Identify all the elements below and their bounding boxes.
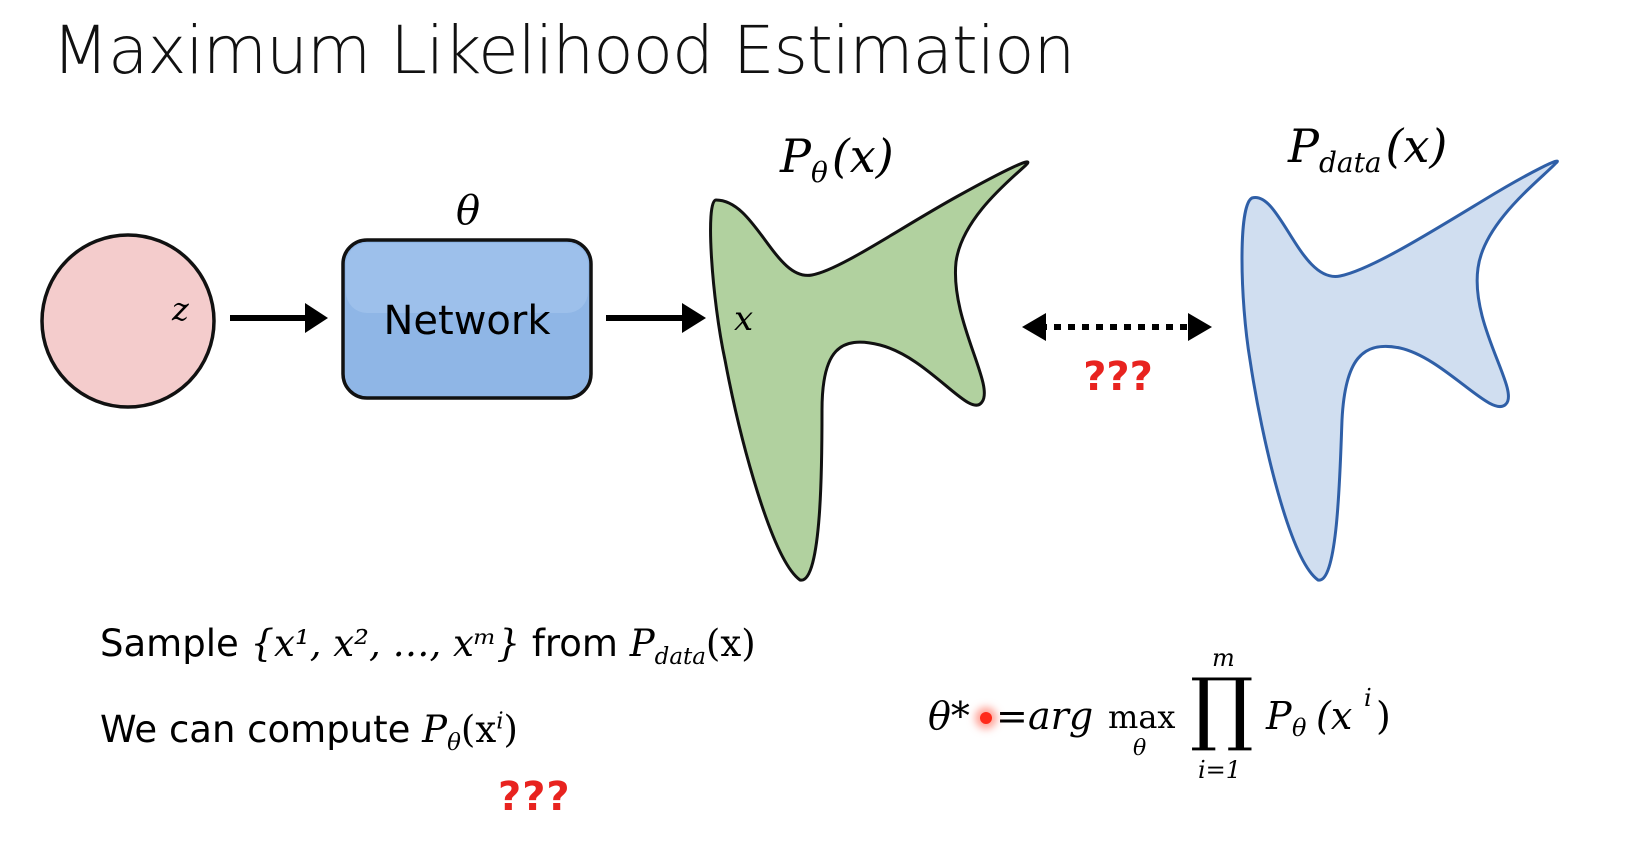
theta-label: θ [456,188,480,234]
compute-sup: i [496,708,504,735]
p-theta-base: P [779,129,812,183]
arrowhead-1 [305,303,328,333]
comparison-arrowhead-left [1022,313,1046,341]
formula-equals: = [996,694,1028,738]
formula-theta-star: θ* [928,694,970,738]
formula-product-lower: i=1 [1198,756,1242,784]
generated-distribution-shape [709,160,1030,582]
p-data-base: P [1287,119,1320,173]
sample-from: from [520,622,630,665]
compute-statement: We can compute Pθ(xi) [100,708,518,756]
p-theta-sub: θ [811,156,828,189]
formula-term-sub: θ [1292,714,1307,742]
comparison-question-marks: ??? [1083,354,1153,400]
pointer-indicator [980,712,992,724]
compute-prefix: We can compute [100,708,423,751]
bottom-question-marks: ??? [498,774,571,820]
formula-term-base: P [1266,694,1292,738]
sample-p-sub: data [654,644,706,671]
data-distribution-shape [1240,159,1559,582]
latent-circle [40,233,216,409]
p-theta-label: Pθ(x) [779,129,894,189]
formula-term-open: (x [1316,694,1353,738]
p-theta-arg: (x) [832,129,894,183]
formula-max: max [1108,698,1176,736]
page-title: Maximum Likelihood Estimation [52,12,1075,89]
compute-p-base: P [422,708,448,751]
network-label: Network [383,298,551,344]
formula-product-upper: m [1212,644,1235,672]
comparison-arrowhead-right [1188,313,1212,341]
p-data-arg: (x) [1386,119,1448,173]
compute-close: ) [503,708,518,751]
p-data-label: Pdata(x) [1287,119,1447,179]
formula-max-sub: θ [1133,736,1147,761]
mle-formula: θ* = arg max θ m ∏ i=1 P θ (x i ) [928,640,1448,800]
sample-set: {x¹, x², …, xᵐ} [250,622,521,665]
formula-term-sup: i [1364,684,1372,712]
compute-p-sub: θ [447,730,461,757]
x-label: x [734,299,753,339]
formula-term-close: ) [1376,694,1391,738]
sample-p-base: P [629,622,655,665]
sample-prefix: Sample [100,622,251,665]
compute-open: (x [460,708,497,751]
z-label: z [171,290,190,328]
formula-product: ∏ [1190,661,1254,754]
formula-arg: arg [1028,694,1094,738]
network-box-highlight [346,243,588,313]
p-data-sub: data [1319,146,1382,179]
sample-statement: Sample {x¹, x², …, xᵐ} from Pdata(x) [100,622,756,670]
sample-p-arg: (x) [705,622,756,665]
arrowhead-2 [682,303,706,333]
